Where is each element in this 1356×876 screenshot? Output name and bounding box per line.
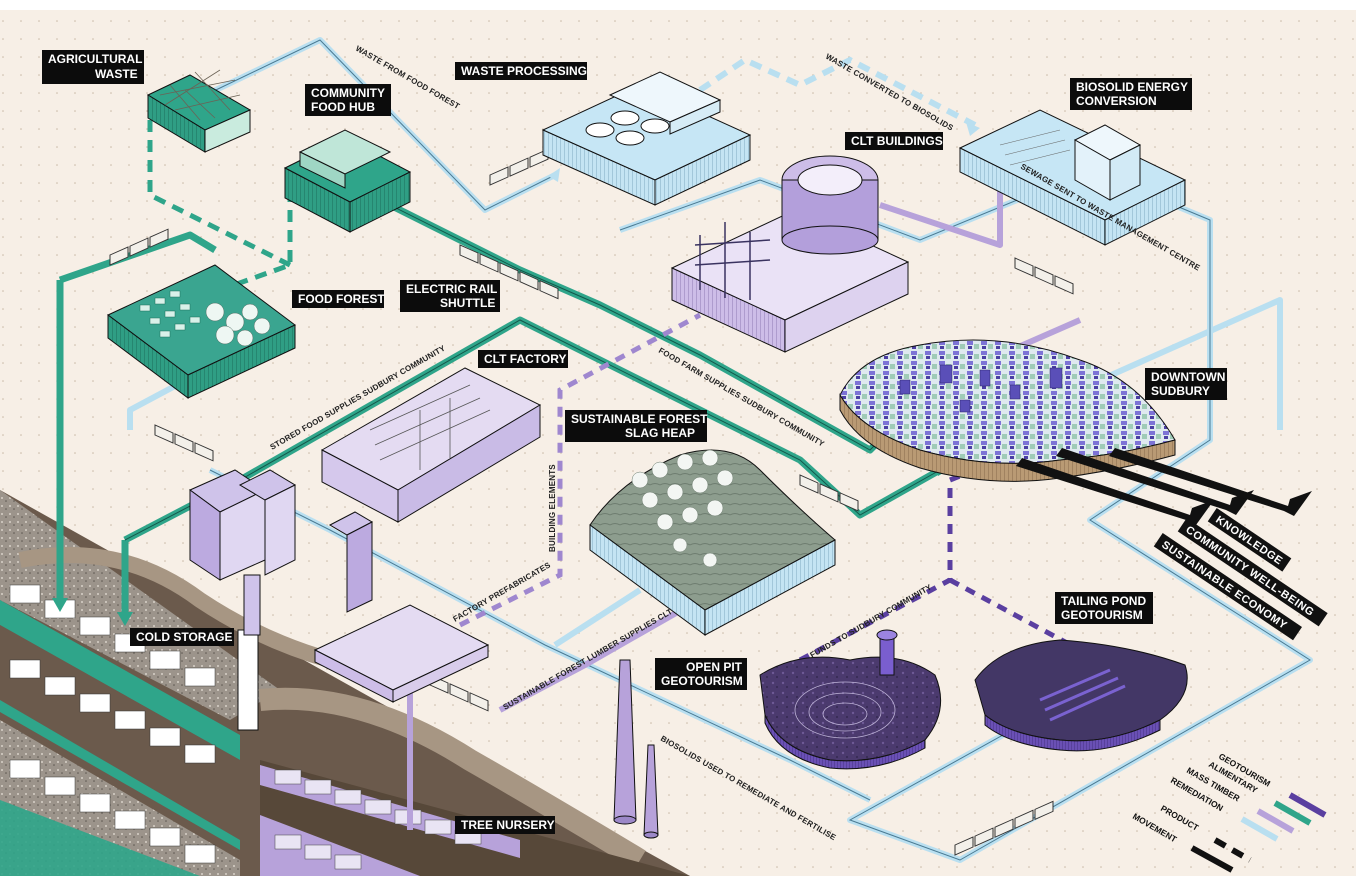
label-food-forest: FOOD FOREST (292, 290, 385, 308)
legend-swatch-alimentary (1273, 800, 1312, 826)
svg-text:SUDBURY: SUDBURY (1151, 384, 1210, 398)
tree-nursery-entry (313, 604, 490, 703)
open-pit-geotourism (759, 629, 942, 770)
agricultural-waste-block (146, 69, 252, 153)
svg-text:CONVERSION: CONVERSION (1076, 94, 1157, 108)
svg-text:GEOTOURISM: GEOTOURISM (661, 674, 743, 688)
legend-swatch-movement (1190, 845, 1234, 873)
svg-text:SHUTTLE: SHUTTLE (440, 296, 495, 310)
cold-storage-facility (189, 469, 374, 613)
svg-text:DOWNTOWN: DOWNTOWN (1151, 370, 1225, 384)
svg-text:GEOTOURISM: GEOTOURISM (1061, 608, 1143, 622)
svg-text:ELECTRIC RAIL: ELECTRIC RAIL (406, 282, 497, 296)
community-food-hub-block (283, 129, 412, 233)
legend-swatch-mass-timber (1256, 808, 1295, 834)
svg-text:SUSTAINABLE FOREST: SUSTAINABLE FOREST (571, 412, 708, 426)
frame-top (0, 0, 1356, 10)
svg-text:CLT BUILDINGS: CLT BUILDINGS (851, 134, 943, 148)
impact-labels: KNOWLEDGE COMMUNITY WELL-BEING SUSTAINAB… (1153, 508, 1328, 641)
legend-swatch-product (1213, 837, 1252, 863)
legend-swatch-geotourism (1288, 792, 1327, 818)
svg-text:AGRICULTURAL: AGRICULTURAL (48, 52, 142, 66)
smoke-stacks (613, 659, 659, 839)
label-clt-buildings: CLT BUILDINGS (845, 132, 943, 150)
mass-timber-dashed (458, 312, 702, 628)
label-agricultural-waste: AGRICULTURAL WASTE (42, 50, 144, 84)
svg-text:FOOD HUB: FOOD HUB (311, 100, 375, 114)
svg-text:TREE NURSERY: TREE NURSERY (461, 818, 555, 832)
flow-label-building-elements: BUILDING ELEMENTS (548, 464, 557, 552)
svg-text:FOOD FOREST: FOOD FOREST (298, 292, 385, 306)
slag-heap-block (589, 449, 836, 636)
svg-text:SLAG HEAP: SLAG HEAP (625, 426, 695, 440)
label-clt-factory: CLT FACTORY (478, 350, 568, 368)
legend-swatch-remediation (1240, 816, 1279, 842)
svg-text:CLT FACTORY: CLT FACTORY (484, 352, 566, 366)
svg-text:COMMUNITY: COMMUNITY (311, 86, 385, 100)
clt-buildings-block (670, 155, 910, 353)
svg-text:WASTE: WASTE (95, 67, 138, 81)
svg-text:BIOSOLID ENERGY: BIOSOLID ENERGY (1076, 80, 1188, 94)
waste-processing-block (541, 71, 752, 206)
tailing-pond-geotourism (974, 639, 1188, 752)
rail-shuttles (109, 148, 1074, 856)
label-downtown-sudbury: DOWNTOWN SUDBURY (1145, 368, 1227, 400)
label-biosolid-energy: BIOSOLID ENERGY CONVERSION (1070, 78, 1192, 110)
biosolid-energy-block (958, 109, 1187, 246)
label-community-food-hub: COMMUNITY FOOD HUB (305, 84, 391, 116)
svg-text:TAILING POND: TAILING POND (1061, 594, 1146, 608)
node-labels: AGRICULTURAL WASTE COMMUNITY FOOD HUB WA… (42, 50, 1227, 834)
label-electric-rail-shuttle: ELECTRIC RAIL SHUTTLE (400, 280, 500, 312)
clt-factory-block (320, 367, 542, 523)
label-tree-nursery: TREE NURSERY (455, 816, 555, 834)
food-forest-block (107, 264, 296, 399)
waste-dashed-flows (147, 120, 293, 293)
svg-text:WASTE PROCESSING: WASTE PROCESSING (461, 64, 587, 78)
label-waste-processing: WASTE PROCESSING (455, 62, 587, 80)
svg-text:COLD STORAGE: COLD STORAGE (136, 630, 232, 644)
label-open-pit: OPEN PIT GEOTOURISM (655, 658, 747, 690)
label-cold-storage: COLD STORAGE (130, 628, 234, 646)
impact-arrows (1016, 448, 1312, 525)
label-sustainable-forest: SUSTAINABLE FOREST SLAG HEAP (565, 410, 708, 442)
svg-text:OPEN PIT: OPEN PIT (686, 660, 743, 674)
label-tailing-pond: TAILING POND GEOTOURISM (1055, 592, 1153, 624)
